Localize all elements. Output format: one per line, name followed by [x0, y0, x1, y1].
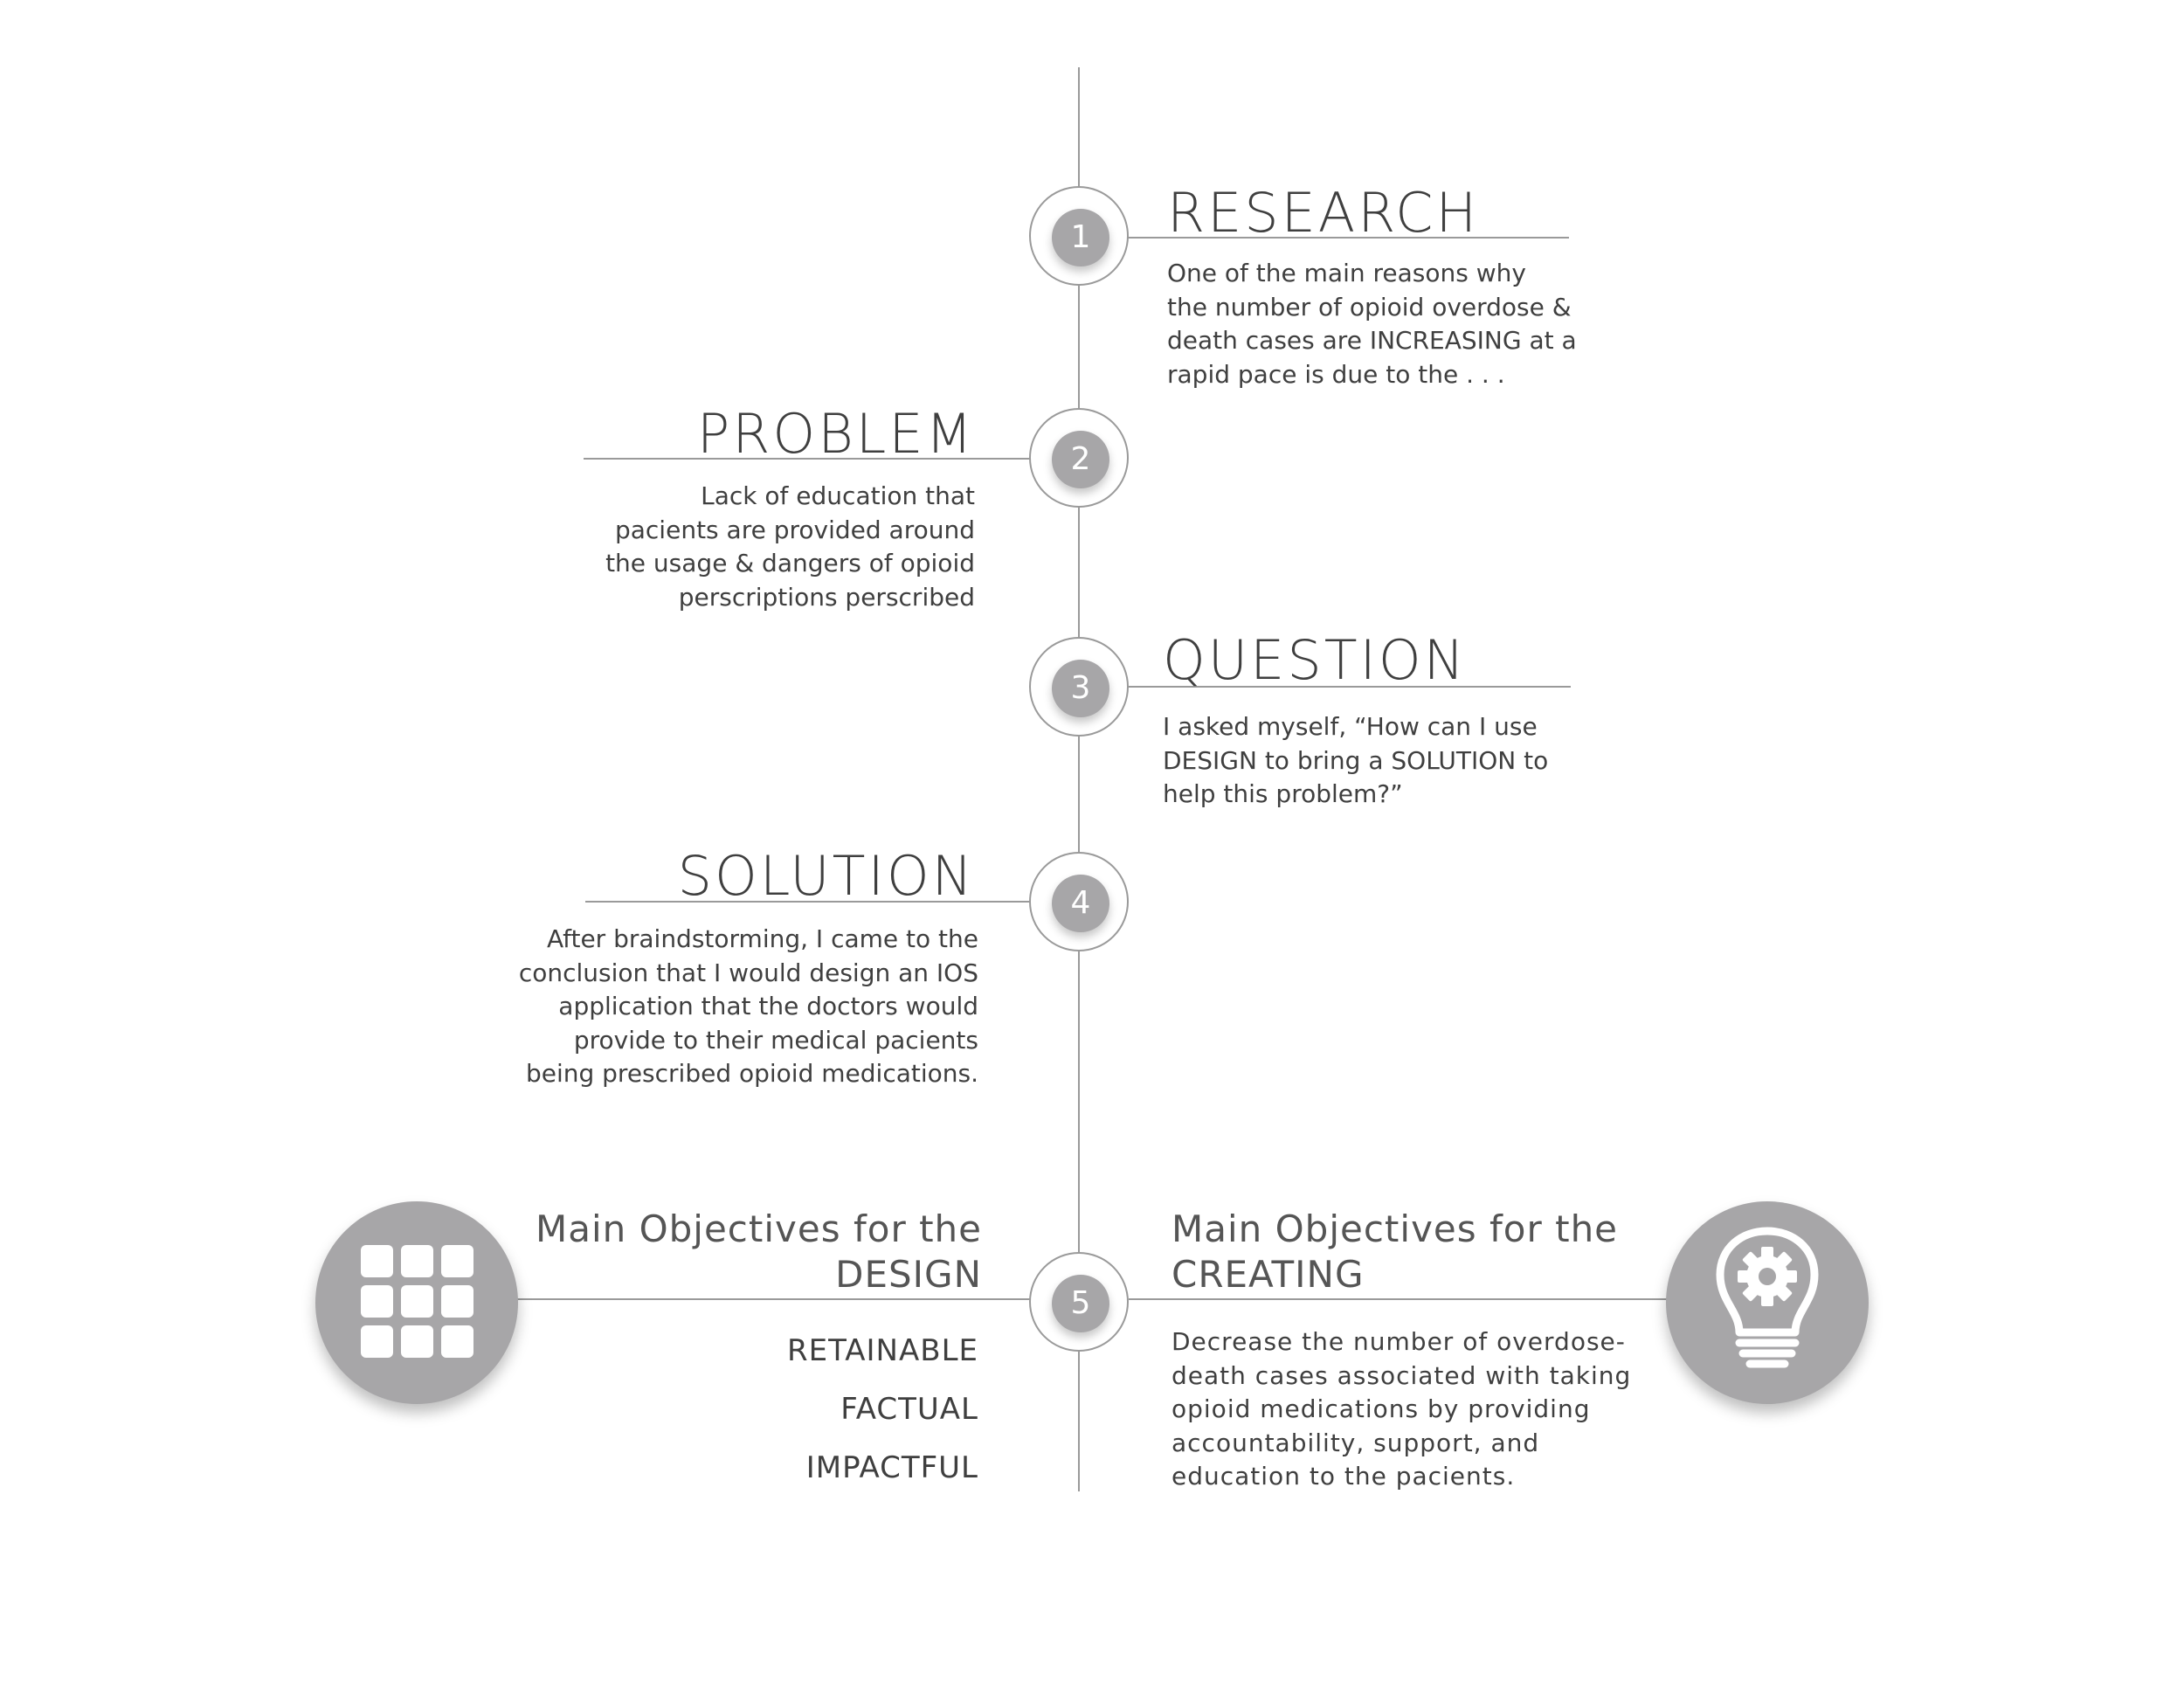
- step-4-node: 4: [1029, 852, 1129, 951]
- lightbulb-gear-icon: [1666, 1201, 1869, 1404]
- step-2-number: 2: [1052, 431, 1109, 488]
- research-title: RESEARCH: [1167, 181, 1480, 245]
- step-1-node: 1: [1029, 186, 1129, 286]
- step-3-node: 3: [1029, 637, 1129, 737]
- creating-objectives-text: Decrease the number of overdose- death c…: [1171, 1327, 1632, 1491]
- solution-text: After braindstorming, I came to the conc…: [518, 924, 978, 1088]
- solution-title: SOLUTION: [677, 844, 975, 908]
- step-4-number: 4: [1052, 875, 1109, 932]
- design-objective-item: FACTUAL: [840, 1392, 978, 1427]
- objectives-line-left: [515, 1298, 1031, 1300]
- objectives-line-right: [1129, 1298, 1670, 1300]
- question-underline: [1129, 686, 1571, 688]
- timeline-spine: [1078, 67, 1080, 1491]
- creating-objectives-title: Main Objectives for the CREATING: [1171, 1207, 1619, 1296]
- question-title: QUESTION: [1163, 628, 1468, 692]
- step-2-node: 2: [1029, 408, 1129, 508]
- research-underline: [1127, 237, 1569, 239]
- step-5-node: 5: [1029, 1252, 1129, 1352]
- design-objectives-title: Main Objectives for the DESIGN: [535, 1207, 982, 1296]
- research-text: One of the main reasons why the number o…: [1167, 259, 1577, 389]
- problem-underline: [584, 458, 1031, 460]
- solution-underline: [585, 901, 1033, 903]
- step-1-number: 1: [1052, 209, 1109, 266]
- step-3-number: 3: [1052, 660, 1109, 717]
- step-5-number: 5: [1052, 1275, 1109, 1332]
- problem-text: Lack of education that pacients are prov…: [605, 481, 975, 612]
- problem-title: PROBLEM: [696, 402, 975, 466]
- grid-icon: [315, 1201, 518, 1404]
- design-objective-item: IMPACTFUL: [805, 1450, 978, 1485]
- question-text: I asked myself, “How can I use DESIGN to…: [1163, 712, 1549, 808]
- design-objective-item: RETAINABLE: [787, 1333, 978, 1368]
